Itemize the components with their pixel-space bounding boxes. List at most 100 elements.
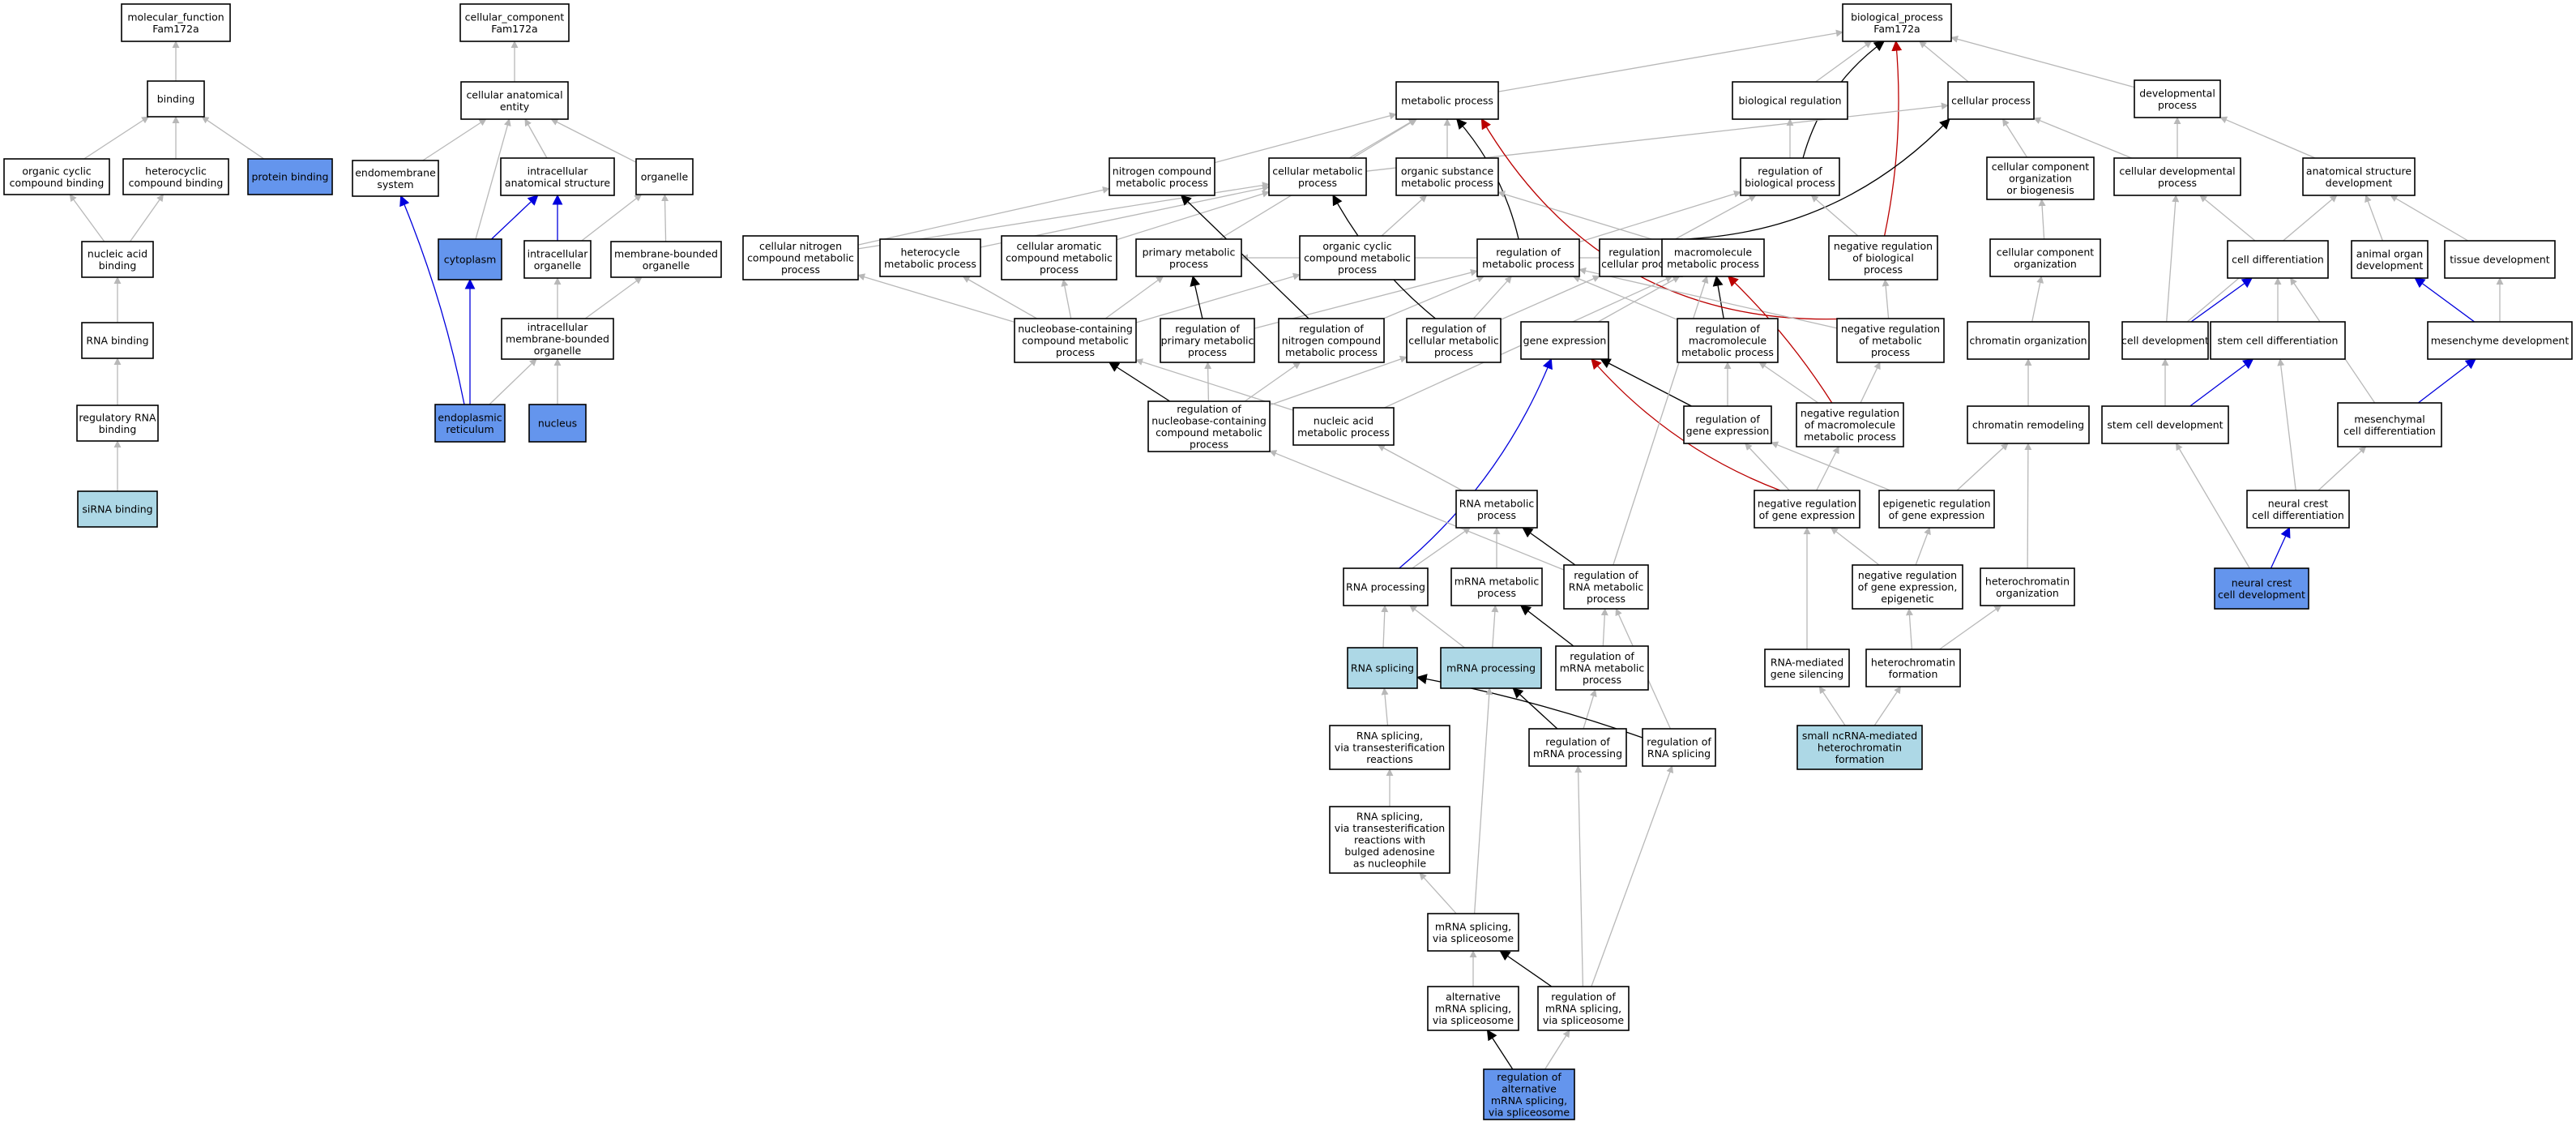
edge-reg_nbc-to-reg_prim <box>1204 362 1212 402</box>
edge-endomem-to-cae <box>422 118 487 161</box>
go-term-label: siRNA binding <box>82 503 152 516</box>
go-term-node-chrom_org: chromatin organization <box>1967 321 2090 360</box>
go-term-box <box>1947 81 2035 120</box>
go-term-box <box>1147 400 1271 452</box>
go-term-box <box>2427 321 2573 360</box>
go-term-node-mes_dev: mesenchyme development <box>2427 321 2573 360</box>
go-term-label: negative regulation <box>1801 407 1899 419</box>
go-term-label: development <box>2356 259 2424 272</box>
go-term-node-rna_proc: RNA processing <box>1343 567 1429 606</box>
go-term-label: metabolic process <box>1285 346 1378 358</box>
go-term-box <box>523 240 592 279</box>
go-term-label: metabolic process <box>884 258 976 270</box>
edge-rna_spl_trans-to-rna_splicing <box>1381 687 1389 726</box>
go-term-box <box>1268 157 1367 196</box>
edge-small_ncrna-to-rna_silencing <box>1818 686 1846 726</box>
edge-neg_reg_met-to-neg_reg_bio <box>1882 279 1890 319</box>
edge-cell_dev_proc-to-cell_proc <box>2033 117 2132 159</box>
go-term-label: cellular aromatic <box>1017 240 1102 252</box>
go-term-label: mRNA splicing, <box>1491 1094 1567 1107</box>
go-term-node-organelle: organelle <box>635 158 694 195</box>
go-term-label: RNA splicing <box>1351 662 1414 674</box>
go-term-label: neural crest <box>2232 576 2292 589</box>
edges-layer <box>69 29 2504 1070</box>
go-term-box <box>1528 728 1627 767</box>
go-term-label: mRNA processing <box>1533 747 1622 760</box>
go-term-label: process <box>1477 587 1516 599</box>
edge-er-to-intra_mem_org <box>489 358 537 405</box>
edge-neg_epi-to-neg_reg_ge <box>1830 527 1880 566</box>
edge-cell_dev-to-cell_dev_proc <box>2166 195 2180 323</box>
edge-rna_proc-to-rna_met <box>1412 527 1471 569</box>
go-term-box <box>2351 240 2429 279</box>
go-term-box <box>76 405 159 442</box>
go-term-box <box>2214 567 2309 610</box>
go-term-label: regulation of <box>1545 735 1610 747</box>
go-term-label: RNA metabolic <box>1459 497 1535 509</box>
go-term-label: negative regulation <box>1834 240 1933 252</box>
go-term-label: as nucleophile <box>1353 858 1426 870</box>
go-term-label: stem cell differentiation <box>2218 335 2339 347</box>
go-term-box <box>1740 157 1840 196</box>
go-term-label: via spliceosome <box>1433 1014 1514 1026</box>
go-term-box <box>1278 318 1385 363</box>
go-term-label: endoplasmic <box>438 411 502 423</box>
go-term-label: alternative <box>1446 991 1501 1003</box>
go-term-label: chromatin organization <box>1969 335 2087 347</box>
go-term-node-met_proc: metabolic process <box>1395 81 1499 120</box>
go-term-label: via spliceosome <box>1433 932 1514 944</box>
go-term-label: animal organ <box>2356 247 2423 259</box>
go-term-label: process <box>1169 258 1208 270</box>
go-term-box <box>610 241 722 278</box>
go-term-node-cell_dev: cell development <box>2121 321 2209 360</box>
go-term-label: cell differentiation <box>2232 254 2324 266</box>
edge-reg_prim-to-prim_met <box>1190 275 1203 319</box>
go-term-label: regulation of <box>1551 991 1616 1003</box>
edge-neg_reg_bio-to-reg_bio <box>1810 195 1859 237</box>
go-term-box <box>1986 156 2095 200</box>
edge-epi_reg-to-reg_gene_expr <box>1771 441 1891 491</box>
edge-dev_proc-to-bp_root <box>1950 35 2135 88</box>
go-term-label: of gene expression, <box>1858 581 1958 593</box>
go-term-box <box>879 238 981 277</box>
go-term-node-rna_spl_trans: RNA splicing,via transesterificationreac… <box>1329 725 1450 770</box>
go-term-node-cell_proc: cellular process <box>1947 81 2035 120</box>
edge-nc_diff-to-mes_diff <box>2318 446 2367 491</box>
go-term-label: metabolic process <box>1116 177 1208 189</box>
go-term-label: reactions with <box>1354 834 1425 846</box>
go-term-label: regulation of <box>1497 1071 1561 1083</box>
edge-bio_reg-to-bp_root <box>1815 41 1873 83</box>
edge-nbc_met-to-org_cyc_met <box>1135 272 1301 323</box>
go-term-box <box>1450 567 1543 606</box>
edge-organelle-to-cae <box>550 118 637 163</box>
go-term-node-reg_nbc: regulation ofnucleobase-containingcompou… <box>1147 400 1271 452</box>
go-term-label: cell differentiation <box>2252 509 2344 521</box>
go-term-label: regulation of <box>1758 165 1822 177</box>
go-term-box <box>1109 157 1215 196</box>
edge-tissue_dev-to-anat_dev <box>2390 195 2469 242</box>
edge-neg_reg_bio-to-bp_root <box>1883 40 1903 237</box>
go-term-box <box>1427 986 1519 1031</box>
go-term-label: nitrogen compound <box>1113 165 1211 177</box>
go-term-label: cellular metabolic <box>1408 335 1499 347</box>
go-term-box <box>2113 157 2241 196</box>
go-term-node-cytoplasm: cytoplasm <box>438 238 502 280</box>
go-term-label: of gene expression <box>1759 509 1856 521</box>
go-term-label: metabolic process <box>1401 177 1493 189</box>
edge-reg_alt_spl-to-alt_mrna_spl <box>1486 1029 1514 1070</box>
edge-neg_reg_met-to-reg_met <box>1578 267 1838 329</box>
edge-er-to-endomem <box>399 195 465 405</box>
